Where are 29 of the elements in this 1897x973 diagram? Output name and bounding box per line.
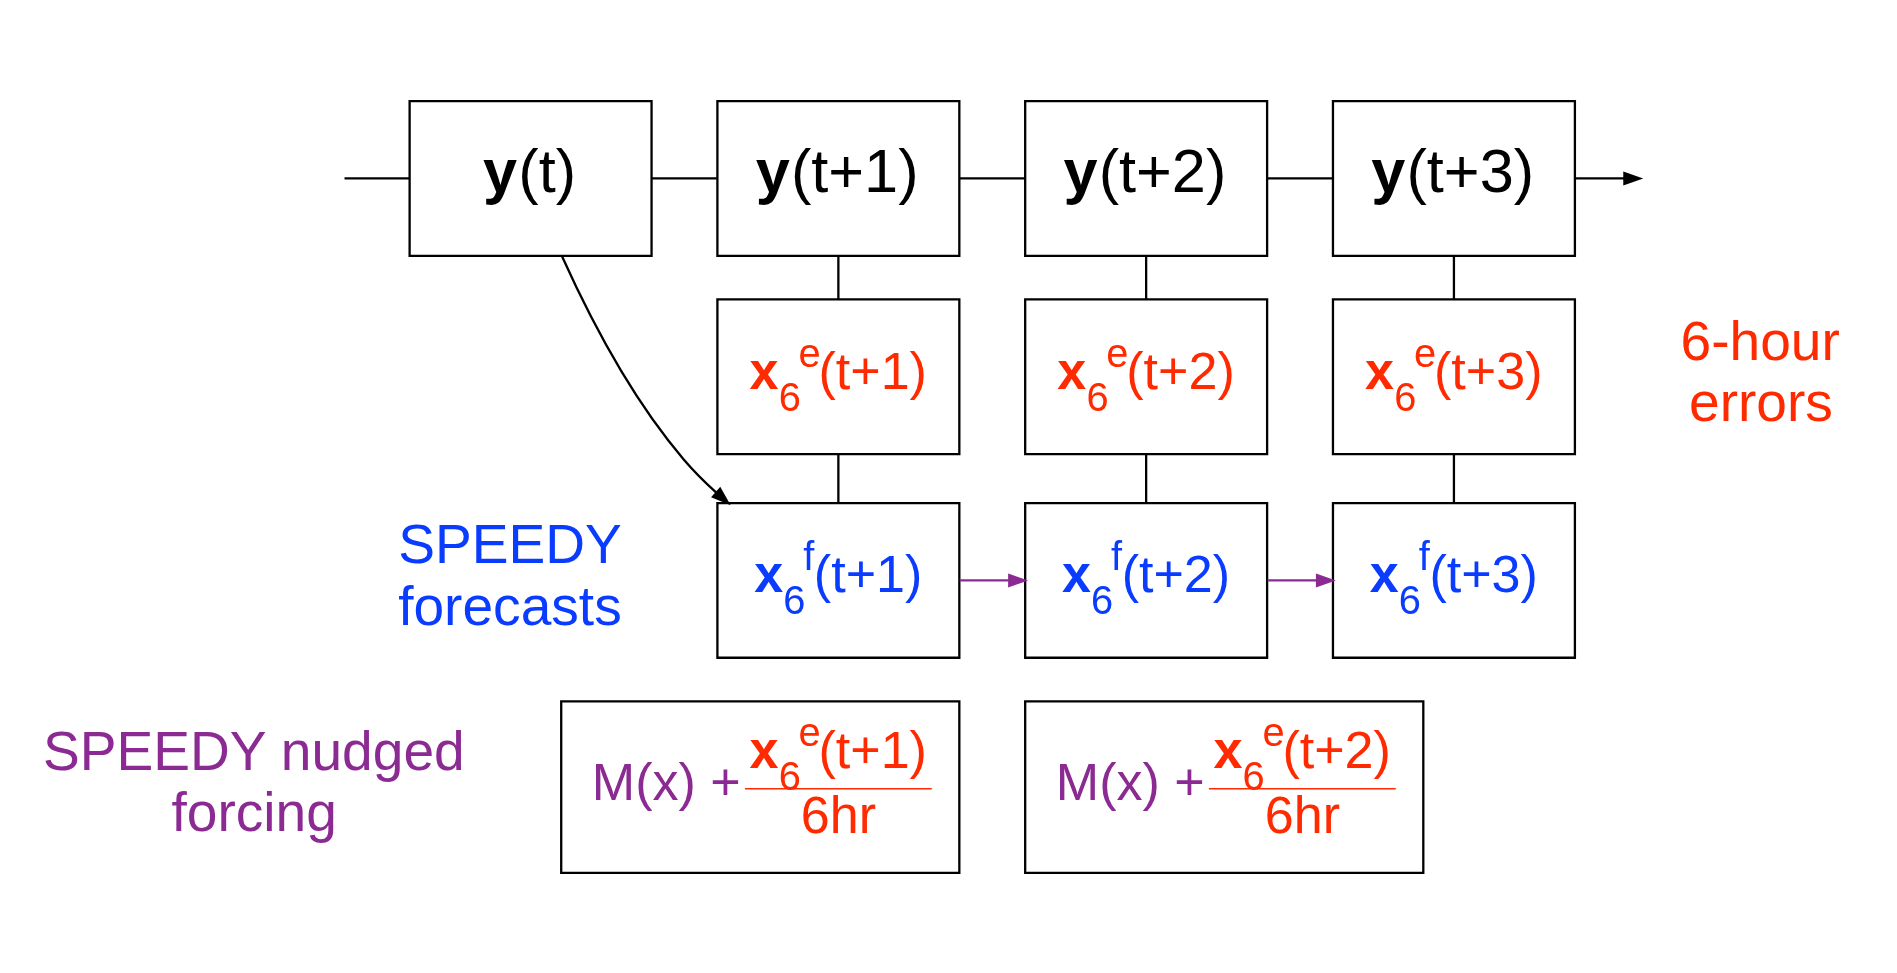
node-box: M(x) + x$_{6}$$^{e}$(t+1) 6hr xyxy=(559,699,960,874)
connector xyxy=(1144,255,1147,299)
label: SPEEDY forecasts xyxy=(397,512,622,637)
node-box: y(t+3) xyxy=(1331,99,1576,257)
label: SPEEDY nudged forcing xyxy=(42,719,465,843)
connector xyxy=(959,176,1025,180)
connector xyxy=(1267,176,1332,180)
node-box: y(t+1) xyxy=(715,99,960,257)
arrow xyxy=(959,572,1028,587)
node-box: M(x) + x$_{6}$$^{e}$(t+2) 6hr xyxy=(1023,699,1424,874)
connector xyxy=(651,176,717,180)
connector xyxy=(836,453,839,503)
connector xyxy=(1144,453,1147,503)
node-box: x$_{6}$$^{f}$(t+3) xyxy=(1331,501,1576,659)
node-box: x$_{6}$$^{f}$(t+2) xyxy=(1023,501,1268,659)
connector xyxy=(836,255,839,299)
node-box: y(t+2) xyxy=(1023,99,1268,257)
connector xyxy=(1452,255,1455,299)
node-box: x$_{6}$$^{e}$(t+1) xyxy=(715,297,960,455)
label: 6-hour errors xyxy=(1680,309,1840,433)
arrow xyxy=(1267,572,1336,587)
arrow xyxy=(560,254,731,505)
node-box: x$_{6}$$^{e}$(t+2) xyxy=(1023,297,1268,455)
node-box: x$_{6}$$^{f}$(t+1) xyxy=(715,501,960,659)
connector xyxy=(344,176,409,180)
arrow xyxy=(1574,170,1643,185)
node-box: x$_{6}$$^{e}$(t+3) xyxy=(1331,297,1576,455)
node-box: y(t) xyxy=(407,99,653,257)
connector xyxy=(1452,453,1455,503)
